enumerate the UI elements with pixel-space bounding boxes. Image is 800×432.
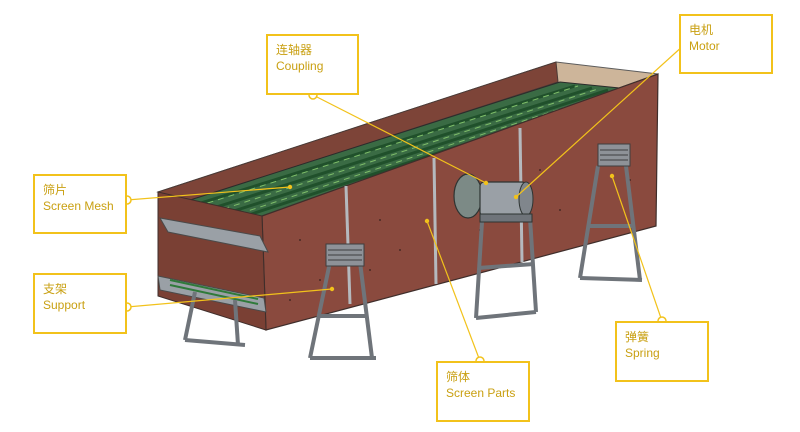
front-spring-coils [328, 249, 362, 261]
coupling-disc [453, 173, 483, 219]
upper-tray [159, 217, 269, 253]
coupling-label-en: Coupling [276, 59, 324, 73]
support-label-zh: 支架 [43, 282, 68, 296]
motor-end [518, 181, 534, 217]
motor-stand [474, 217, 538, 320]
support-callout: 支架 Support [33, 273, 127, 334]
spring-label-zh: 弹簧 [625, 330, 650, 344]
screen-parts-label-zh: 筛体 [446, 370, 471, 384]
screen-mesh-label-zh: 筛片 [43, 183, 68, 197]
support-frame-left [183, 291, 246, 347]
screen-parts-callout: 筛体 Screen Parts [436, 361, 530, 422]
support-frame-front [308, 261, 376, 360]
support-label-en: Support [43, 298, 86, 312]
leader-lines [126, 44, 685, 362]
screen-parts-label-en: Screen Parts [446, 386, 516, 400]
lower-tray-mesh [169, 279, 259, 305]
right-spring-coils [600, 149, 628, 161]
screen-mesh-label-en: Screen Mesh [43, 199, 114, 213]
coupling-label-zh: 连轴器 [276, 43, 313, 57]
motor-label-zh: 电机 [689, 23, 714, 37]
screen-mesh-callout: 筛片 Screen Mesh [33, 174, 127, 234]
spring-label-en: Spring [625, 346, 660, 360]
end-wall [157, 191, 267, 331]
motor-label-en: Motor [689, 39, 720, 53]
coupling-callout: 连轴器 Coupling [266, 34, 359, 95]
spring-callout: 弹簧 Spring [615, 321, 709, 382]
motor-callout: 电机 Motor [679, 14, 773, 74]
leader-targets [287, 173, 615, 292]
support-frame-right [578, 165, 643, 282]
motor-base [479, 213, 533, 223]
